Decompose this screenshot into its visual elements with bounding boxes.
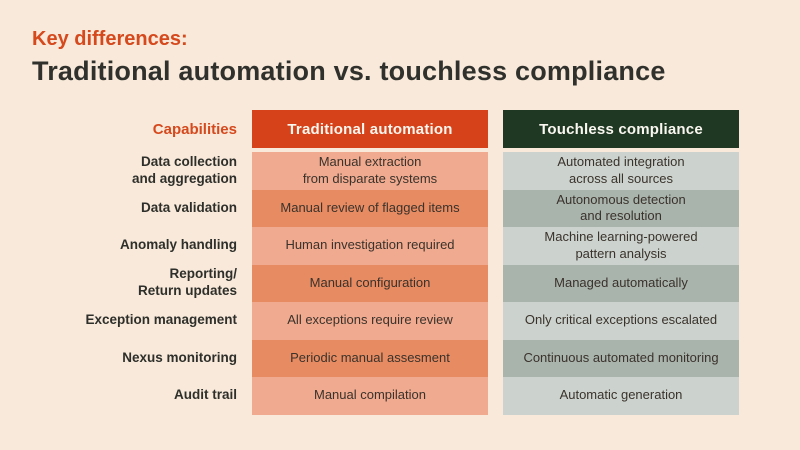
- comparison-table: Capabilities Traditional automation Touc…: [56, 110, 739, 415]
- table-cell-touchless: Managed automatically: [503, 264, 739, 302]
- table-cell-traditional: Manual review of flagged items: [252, 189, 488, 227]
- table-cell-traditional: Human investigation required: [252, 227, 488, 265]
- table-cell-touchless: Only critical exceptions escalated: [503, 302, 739, 340]
- eyebrow-title: Key differences:: [32, 28, 188, 50]
- table-cell-traditional: All exceptions require review: [252, 302, 488, 340]
- row-label-data-collection: Data collection and aggregation: [131, 153, 237, 186]
- table-cell-traditional: Manual compilation: [252, 377, 488, 415]
- table-cell-traditional: Manual configuration: [252, 264, 488, 302]
- table-body: Data collection and aggregation Manual e…: [56, 152, 739, 415]
- touchless-column-header: Touchless compliance: [503, 110, 739, 148]
- table-cell-touchless: Machine learning-powered pattern analysi…: [503, 227, 739, 265]
- row-label-audit-trail: Audit trail: [174, 387, 237, 403]
- row-label-data-validation: Data validation: [140, 199, 237, 215]
- row-label-exception-management: Exception management: [85, 312, 237, 328]
- row-label-anomaly-handling: Anomaly handling: [119, 237, 237, 253]
- table-cell-touchless: Automatic generation: [503, 377, 739, 415]
- row-label-nexus-monitoring: Nexus monitoring: [122, 349, 237, 365]
- page-title: Traditional automation vs. touchless com…: [32, 56, 666, 86]
- table-cell-traditional: Manual extraction from disparate systems: [252, 152, 488, 190]
- table-header-row: Capabilities Traditional automation Touc…: [56, 110, 739, 148]
- table-cell-touchless: Autonomous detection and resolution: [503, 189, 739, 227]
- table-cell-touchless: Automated integration across all sources: [503, 152, 739, 190]
- capabilities-column-header: Capabilities: [152, 120, 237, 138]
- table-cell-traditional: Periodic manual assesment: [252, 339, 488, 377]
- title-block: Key differences: Traditional automation …: [32, 26, 666, 89]
- row-label-reporting: Reporting/ Return updates: [137, 266, 237, 299]
- table-cell-touchless: Continuous automated monitoring: [503, 339, 739, 377]
- traditional-column-header: Traditional automation: [252, 110, 488, 148]
